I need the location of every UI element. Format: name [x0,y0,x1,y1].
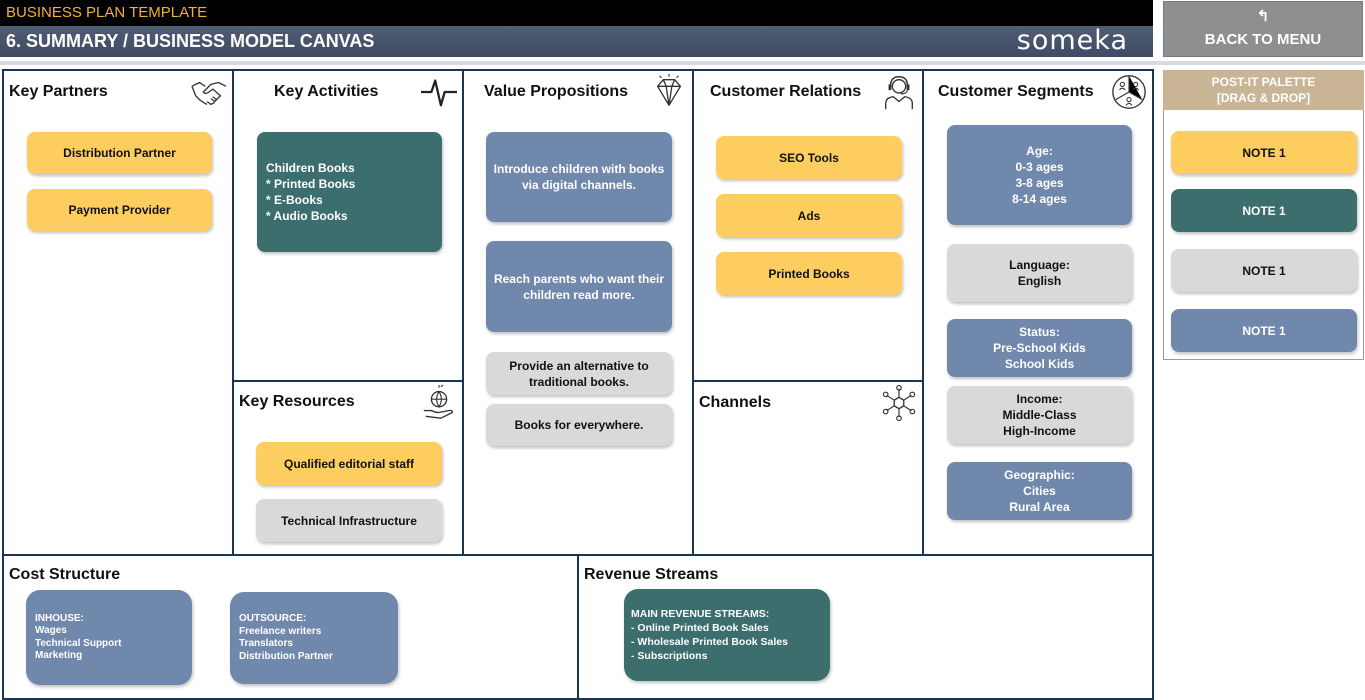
key-activities-note-1[interactable]: Children Books * Printed Books * E-Books… [257,132,442,252]
segments-users-icon [1112,75,1146,109]
postit-palette-title: POST-IT PALETTE [DRAG & DROP] [1163,70,1364,110]
key-resources-note-2[interactable]: Technical Infrastructure [256,499,442,542]
revenue-streams-note-1[interactable]: MAIN REVENUE STREAMS: - Online Printed B… [624,589,830,681]
value-propositions-note-3[interactable]: Provide an alternative to traditional bo… [486,352,672,395]
value-propositions-note-4[interactable]: Books for everywhere. [486,404,672,446]
customer-relations-title: Customer Relations [710,83,862,100]
someka-logo: someka [1016,25,1128,56]
header-divider [0,61,1365,65]
handshake-icon [191,81,227,106]
headset-agent-icon [885,76,913,110]
customer-relations-note-1[interactable]: SEO Tools [716,136,902,179]
value-propositions-note-1[interactable]: Introduce children with books via digita… [486,132,672,222]
value-propositions-note-2[interactable]: Reach parents who want their children re… [486,241,672,332]
page-title-bar: 6. SUMMARY / BUSINESS MODEL CANVAS somek… [0,26,1153,57]
customer-segments-note-2[interactable]: Language: English [947,244,1132,302]
diamond-icon [656,73,682,106]
key-partners-note-2[interactable]: Payment Provider [27,189,212,231]
back-to-menu-label: BACK TO MENU [1204,31,1322,48]
customer-relations-note-2[interactable]: Ads [716,194,902,237]
page-title: 6. SUMMARY / BUSINESS MODEL CANVAS [6,31,375,51]
back-to-menu-button[interactable]: ↰ BACK TO MENU [1163,1,1363,57]
value-propositions-section: Value Propositions Introduce children wi… [462,69,694,556]
globe-hand-icon [423,384,453,419]
cost-structure-section: Cost Structure INHOUSE: Wages Technical … [2,554,579,700]
cost-structure-note-2[interactable]: OUTSOURCE: Freelance writers Translators… [230,592,398,684]
back-arrow-icon: ↰ [1256,8,1270,25]
key-partners-section: Key Partners Distribution Partner Paymen… [2,69,234,556]
key-resources-title: Key Resources [239,393,355,410]
key-partners-title: Key Partners [9,83,108,100]
revenue-streams-section: Revenue Streams MAIN REVENUE STREAMS: - … [577,554,1154,700]
value-propositions-title: Value Propositions [484,83,629,100]
channels-section: Channels [692,380,924,556]
cost-structure-title: Cost Structure [9,566,121,583]
key-resources-section: Key Resources Qualified editorial staff … [232,380,464,556]
palette-note-yellow[interactable]: NOTE 1 [1171,131,1357,174]
customer-relations-note-3[interactable]: Printed Books [716,252,902,295]
key-activities-section: Key Activities Children Books * Printed … [232,69,464,382]
customer-segments-note-4[interactable]: Income: Middle-Class High-Income [947,386,1132,444]
template-title: BUSINESS PLAN TEMPLATE [0,0,1153,26]
heartbeat-icon [420,79,458,107]
customer-segments-note-3[interactable]: Status: Pre-School Kids School Kids [947,319,1132,377]
postit-palette: NOTE 1 NOTE 1 NOTE 1 NOTE 1 [1163,110,1364,360]
customer-segments-note-1[interactable]: Age: 0-3 ages 3-8 ages 8-14 ages [947,125,1132,225]
key-resources-note-1[interactable]: Qualified editorial staff [256,442,442,485]
palette-note-grey[interactable]: NOTE 1 [1171,249,1357,292]
key-activities-title: Key Activities [274,83,379,100]
customer-segments-note-5[interactable]: Geographic: Cities Rural Area [947,462,1132,520]
network-hub-icon [882,384,916,422]
customer-relations-section: Customer Relations SEO Tools Ads Printed… [692,69,924,382]
customer-segments-section: Customer Segments Age: 0-3 ages 3-8 ages… [922,69,1154,556]
customer-segments-title: Customer Segments [938,83,1094,100]
revenue-streams-title: Revenue Streams [584,566,719,583]
key-partners-note-1[interactable]: Distribution Partner [27,132,212,174]
palette-note-blue[interactable]: NOTE 1 [1171,309,1357,352]
channels-title: Channels [699,394,772,411]
cost-structure-note-1[interactable]: INHOUSE: Wages Technical Support Marketi… [26,590,192,685]
palette-note-teal[interactable]: NOTE 1 [1171,189,1357,232]
